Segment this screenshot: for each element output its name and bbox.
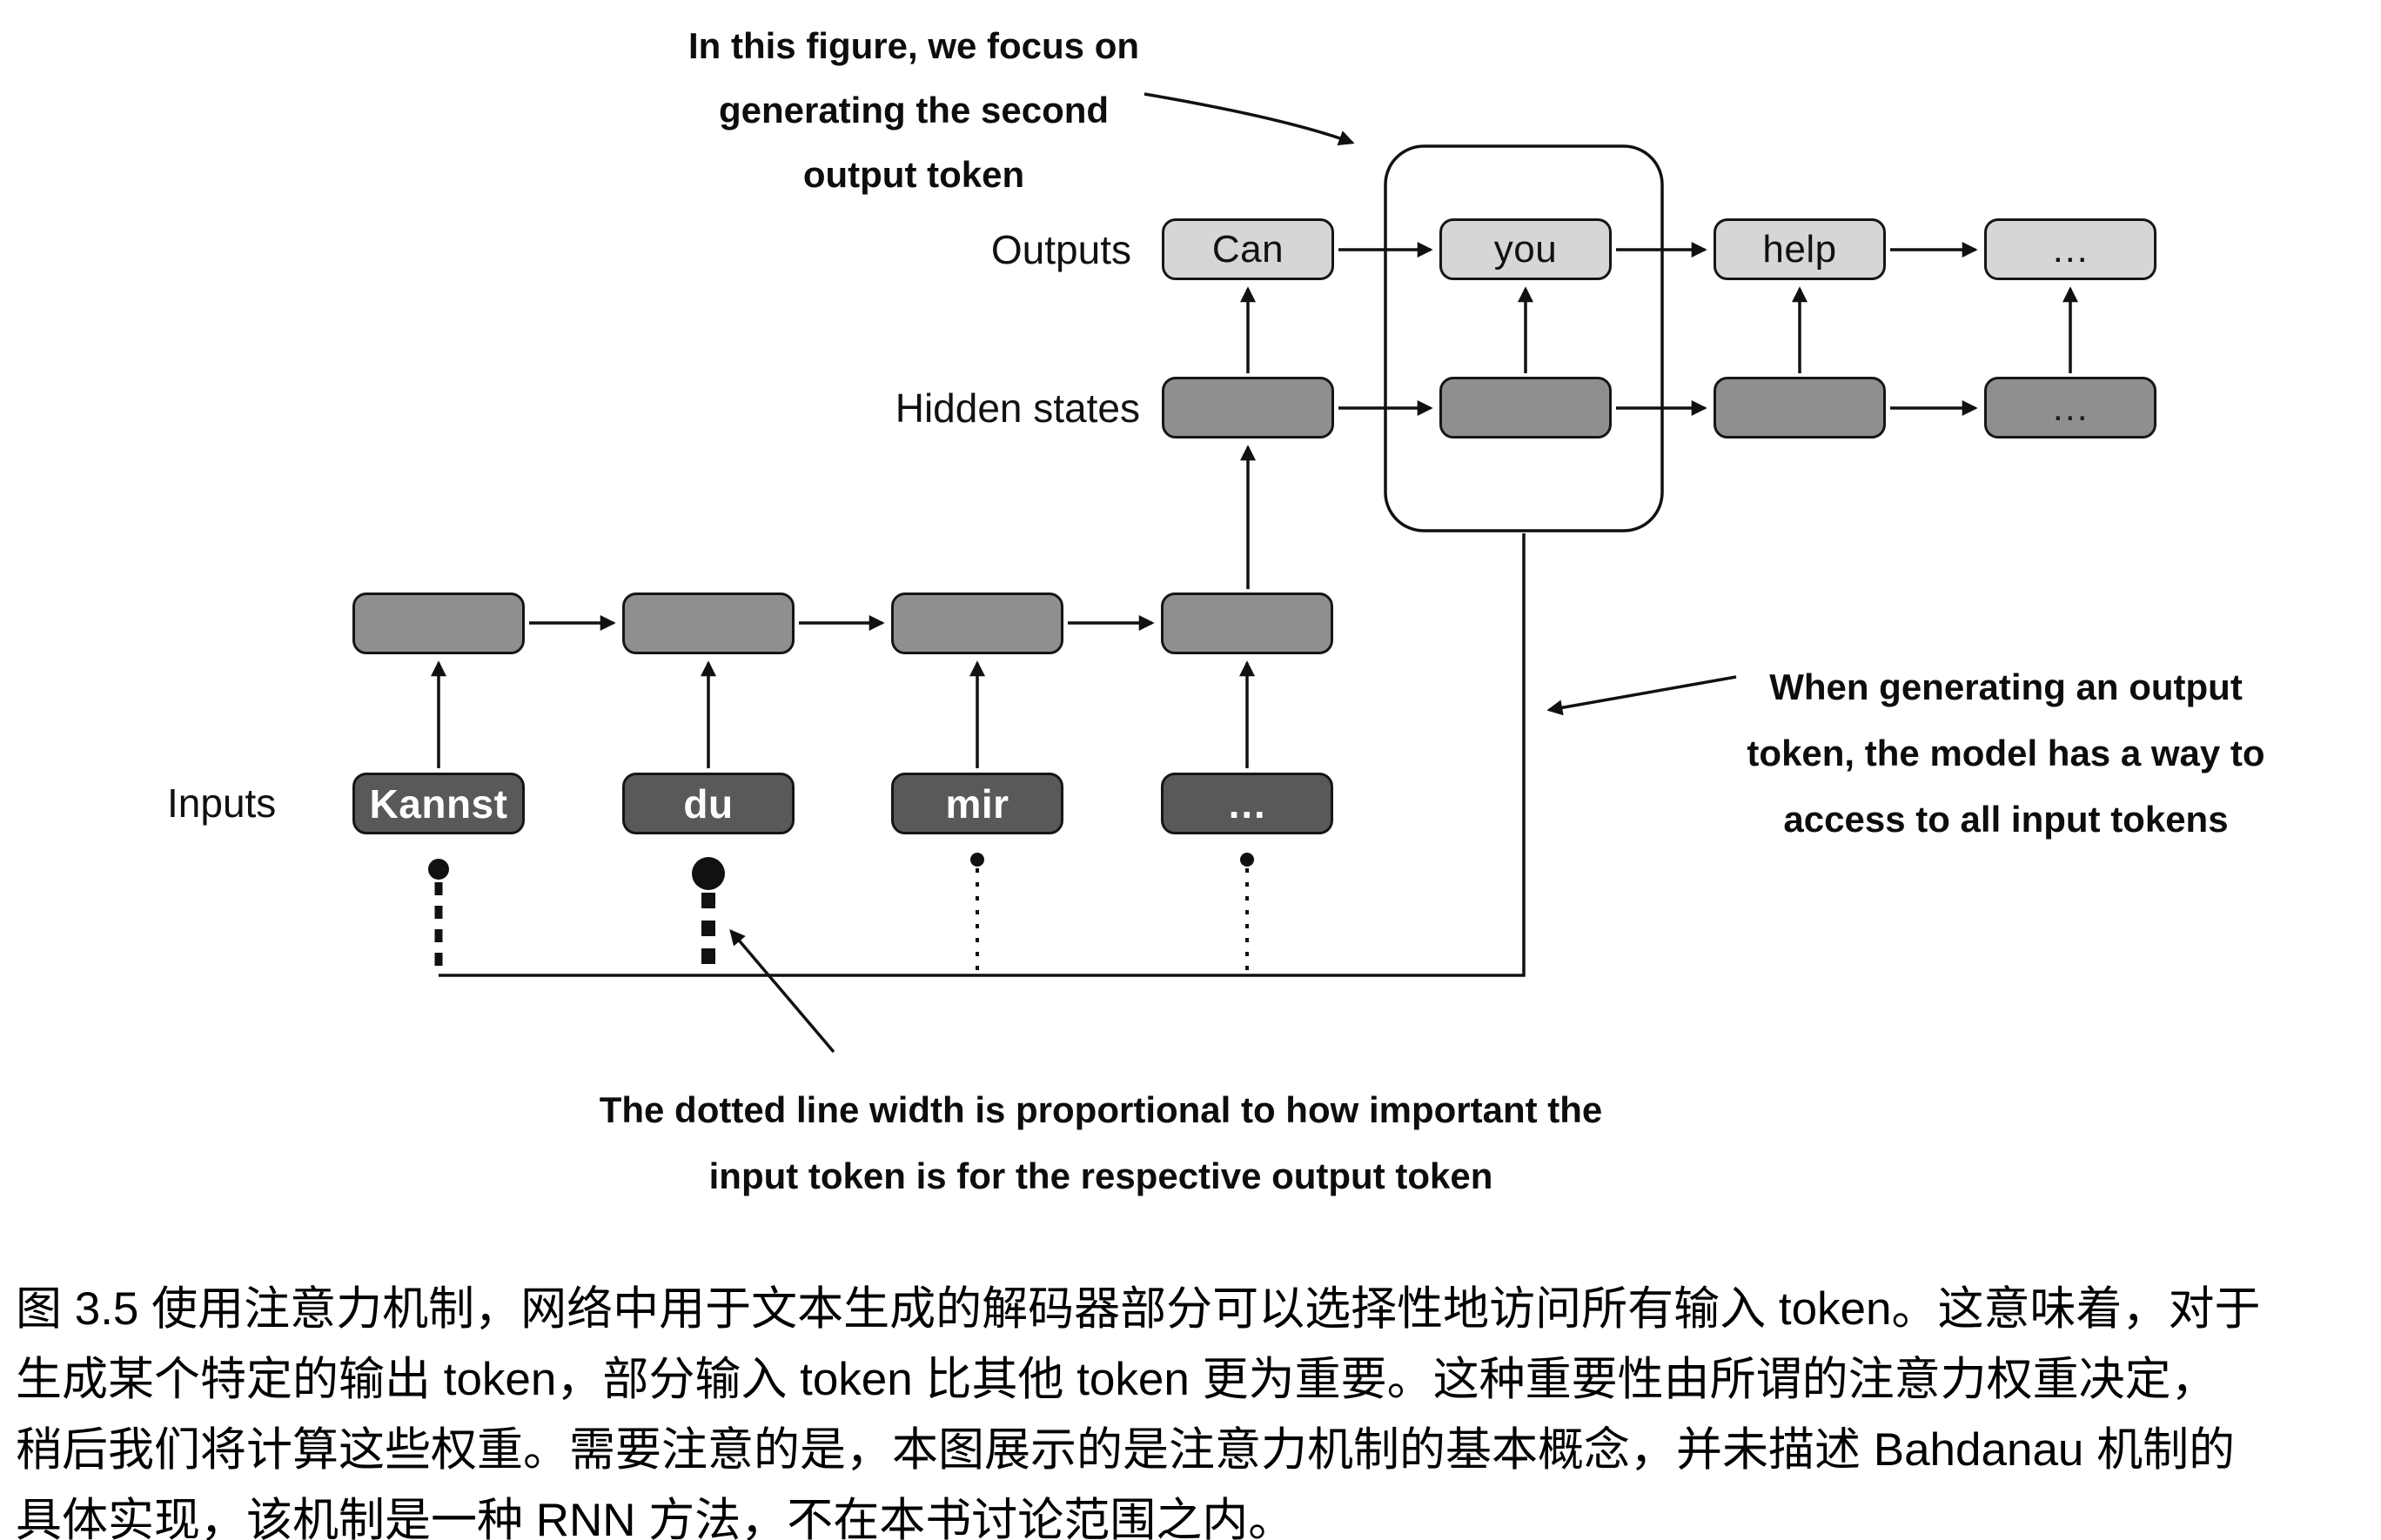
figure-caption: 图 3.5 使用注意力机制，网络中用于文本生成的解码器部分可以选择性地访问所有输… <box>16 1274 2261 1540</box>
input-box-mir: mir <box>891 773 1063 834</box>
hidden-state-box <box>1439 377 1612 439</box>
encoder-box <box>891 593 1063 654</box>
encoder-box <box>352 593 525 654</box>
annotation-arrow-bottom <box>729 928 835 1054</box>
output-box-help: help <box>1714 218 1886 280</box>
output-box-can: Can <box>1162 218 1334 280</box>
annotation-top-line-3: output token <box>802 154 1025 195</box>
caption-line-1: 图 3.5 使用注意力机制，网络中用于文本生成的解码器部分可以选择性地访问所有输… <box>16 1283 2261 1335</box>
output-box-you: you <box>1439 218 1612 280</box>
annotation-top-line-1: In this figure, we focus on <box>687 25 1140 66</box>
hidden-states-label: Hidden states <box>895 385 1140 431</box>
output-box-ellipsis: … <box>1984 218 2156 280</box>
hidden-state-box <box>1162 377 1334 439</box>
caption-line-4: 具体实现，该机制是一种 RNN 方法，不在本书讨论范围之内。 <box>16 1495 1295 1540</box>
input-box-kannst: Kannst <box>352 773 525 834</box>
annotation-bottom: The dotted line width is proportional to… <box>548 1077 1653 1209</box>
outputs-label: Outputs <box>990 227 1131 272</box>
focus-highlight-box <box>1384 144 1664 532</box>
annotation-right: When generating an output token, the mod… <box>1727 654 2284 853</box>
inputs-label: Inputs <box>167 780 277 826</box>
annotation-bottom-line-2: input token is for the respective output… <box>708 1155 1493 1196</box>
annotation-top: In this figure, we focus on generating t… <box>657 14 1170 207</box>
annotation-right-line-3: access to all input tokens <box>1783 799 2229 840</box>
annotation-arrow-right <box>1546 675 1737 716</box>
annotation-right-line-1: When generating an output <box>1769 666 2243 707</box>
encoder-flow-arrows <box>431 615 1255 768</box>
annotation-bottom-line-1: The dotted line width is proportional to… <box>599 1089 1603 1130</box>
encoder-box <box>622 593 795 654</box>
input-box-du: du <box>622 773 795 834</box>
input-box-ellipsis: … <box>1161 773 1333 834</box>
hidden-state-box-ellipsis: … <box>1984 377 2156 439</box>
encoder-box <box>1161 593 1333 654</box>
hidden-state-box <box>1714 377 1886 439</box>
annotation-top-line-2: generating the second <box>718 90 1110 131</box>
caption-line-3: 稍后我们将计算这些权重。需要注意的是，本图展示的是注意力机制的基本概念，并未描述… <box>16 1424 2236 1476</box>
annotation-arrow-top <box>1144 92 1355 146</box>
annotation-right-line-2: token, the model has a way to <box>1747 733 2265 773</box>
attention-weight-lines <box>428 533 1526 977</box>
decoder-flow-arrows <box>1240 242 2078 589</box>
caption-line-2: 生成某个特定的输出 token，部分输入 token 比其他 token 更为重… <box>16 1354 2217 1405</box>
